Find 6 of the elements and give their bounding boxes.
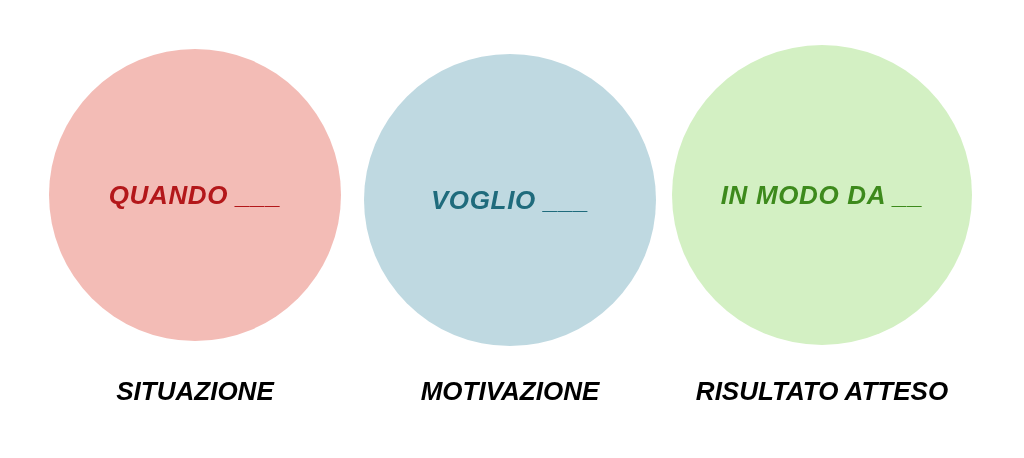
fill-in-prompt: IN MODO DA __ [720,178,924,212]
circle-caption: SITUAZIONE [116,375,274,408]
fill-in-prompt: QUANDO ___ [108,178,282,212]
circle-caption: RISULTATO ATTESO [695,375,949,408]
fill-in-prompt: VOGLIO ___ [430,183,590,217]
circle-caption: MOTIVAZIONE [420,375,600,408]
